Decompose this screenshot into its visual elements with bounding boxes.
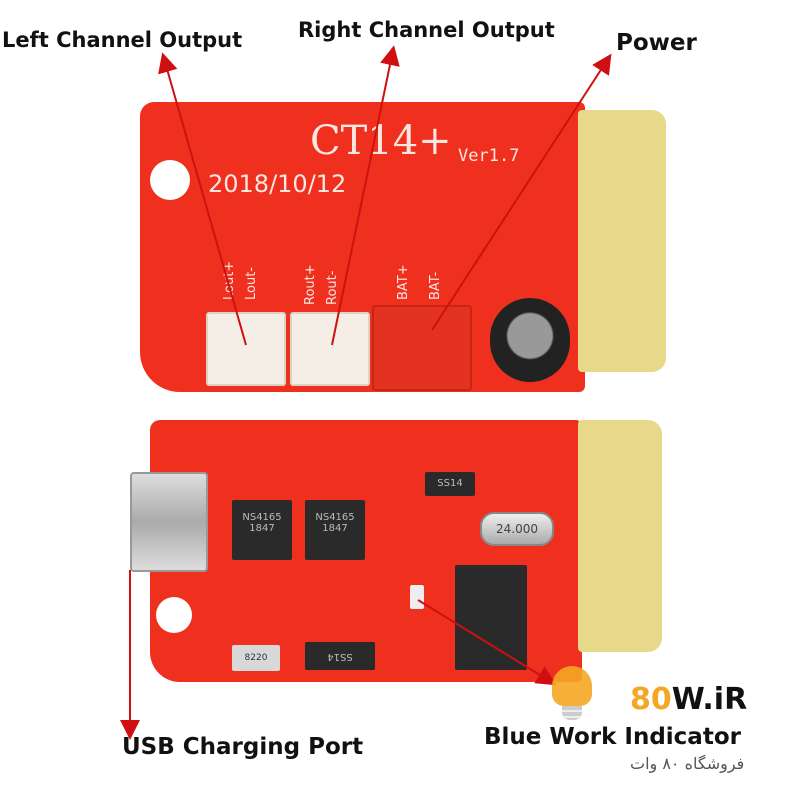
crystal: 24.000 xyxy=(480,512,554,546)
mount-hole xyxy=(150,160,190,200)
amp-chip-2: NS4165 1847 xyxy=(305,500,365,560)
antenna-bottom xyxy=(578,420,662,652)
arrow-left-channel xyxy=(158,52,247,346)
lightbulb-base-icon xyxy=(562,706,582,720)
diode-ss14: SS14 xyxy=(425,472,475,496)
blue-led xyxy=(410,585,424,609)
arrow-blue-indicator xyxy=(417,599,557,686)
arrow-power xyxy=(431,53,612,331)
lightbulb-logo-icon xyxy=(552,666,592,706)
capacitor xyxy=(490,298,570,382)
power-connector xyxy=(372,305,472,391)
board-version: Ver1.7 xyxy=(458,146,520,166)
antenna-top xyxy=(578,110,666,372)
watermark-subtitle: فروشگاه ۸۰ وات xyxy=(630,754,745,773)
label-left-channel: Left Channel Output xyxy=(2,28,243,52)
right-channel-connector xyxy=(290,312,370,386)
label-usb-port: USB Charging Port xyxy=(122,734,364,760)
label-blue-indicator: Blue Work Indicator xyxy=(484,724,741,750)
amp-chip-1: NS4165 1847 xyxy=(232,500,292,560)
watermark-brand: 80W.iR xyxy=(630,682,748,717)
bluetooth-chip xyxy=(455,565,527,670)
label-power: Power xyxy=(616,30,697,56)
inductor: 8220 xyxy=(232,645,280,671)
left-channel-connector xyxy=(206,312,286,386)
board-date: 2018/10/12 xyxy=(208,170,347,198)
board-model: CT14+ xyxy=(310,118,452,164)
arrow-right-channel xyxy=(331,45,400,346)
label-right-channel: Right Channel Output xyxy=(298,18,555,42)
mount-hole-bottom xyxy=(156,597,192,633)
usb-port xyxy=(130,472,208,572)
